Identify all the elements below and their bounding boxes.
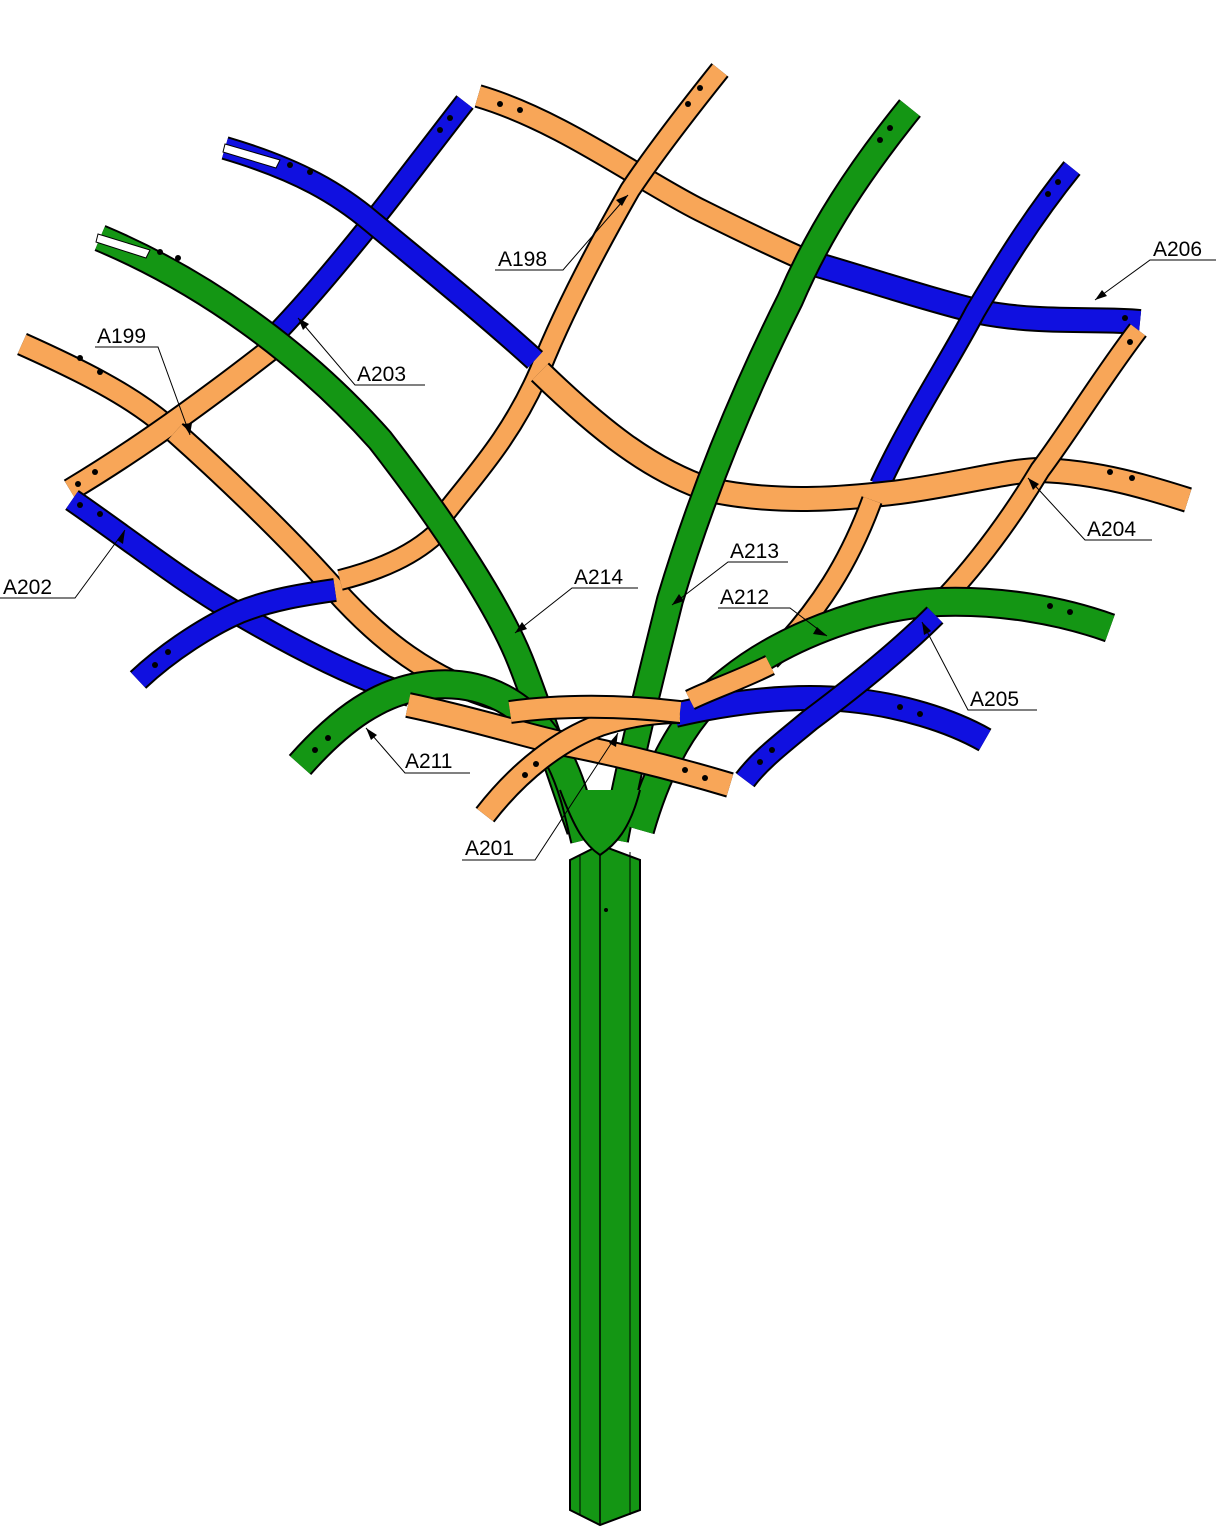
label-a212: A212: [720, 586, 769, 609]
beam-blue-a202: [65, 490, 414, 707]
label-a206: A206: [1153, 238, 1202, 261]
label-a202: A202: [3, 576, 52, 599]
callout-a203: A203: [297, 317, 425, 386]
beam-green-a212: [625, 586, 1116, 835]
label-a204: A204: [1087, 518, 1136, 541]
beam-orange-right-short: [685, 655, 775, 710]
callout-a214: A214: [514, 566, 638, 634]
beam-orange-a198: [431, 63, 729, 527]
beam-orange-a201: [405, 692, 734, 823]
label-a214: A214: [574, 566, 623, 589]
label-a199: A199: [97, 325, 146, 348]
beam-blue-right-spoke: [870, 161, 1081, 490]
label-a198: A198: [498, 248, 547, 271]
callout-a206: A206: [1094, 238, 1216, 301]
beam-orange-a199-arch: [17, 333, 278, 501]
beam-blue-a205: [672, 606, 992, 788]
label-a203: A203: [357, 363, 406, 386]
beam-orange-mid-arch: [530, 362, 1192, 513]
label-a211: A211: [405, 750, 453, 773]
callout-a205: A205: [921, 621, 1037, 711]
label-a213: A213: [730, 540, 779, 563]
callout-a202: A202: [0, 529, 126, 599]
label-a205: A205: [970, 688, 1019, 711]
bolt-plates: [75, 85, 1135, 781]
callout-a199: A199: [95, 325, 192, 436]
beam-blue-upper-arch: [221, 136, 544, 369]
beam-orange-center-left: [337, 522, 448, 591]
callout-a201: A201: [462, 732, 619, 861]
trunk-column: [559, 789, 641, 1527]
label-a201: A201: [465, 837, 514, 860]
callout-a212: A212: [718, 586, 828, 637]
beam-blue-left-crossbar: [129, 578, 337, 689]
callout-a198: A198: [495, 194, 629, 271]
beam-orange-a204: [936, 323, 1147, 606]
callout-a213: A213: [671, 540, 788, 606]
callout-a211: A211: [365, 727, 470, 774]
beam-orange-top-arch: [474, 84, 815, 274]
callout-a204: A204: [1027, 477, 1152, 541]
